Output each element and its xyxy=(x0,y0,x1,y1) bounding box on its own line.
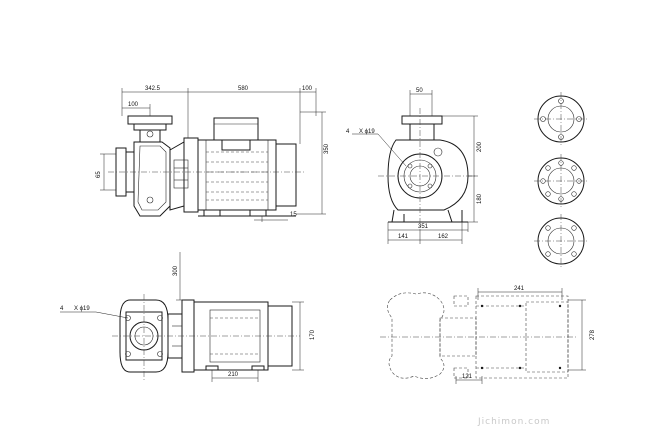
dim-base-top-span: 241 xyxy=(514,286,525,292)
dim-front-height-lower: 180 xyxy=(477,193,483,204)
dim-side-terminal: 100 xyxy=(302,86,313,92)
dim-side-overall: 342.5 xyxy=(145,86,161,92)
flange-details xyxy=(534,92,588,268)
dim-front-height-upper: 200 xyxy=(477,141,483,152)
flange-1 xyxy=(534,92,588,146)
dim-front-hole-count: 4 xyxy=(346,129,350,135)
side-view: 342.5 100 580 100 350 65 15 xyxy=(96,86,330,222)
dim-side-total-height: 350 xyxy=(324,143,330,154)
dim-side-motor-length: 580 xyxy=(238,86,249,92)
dim-front-top-width: 50 xyxy=(416,88,423,94)
dim-base-foot-span: 121 xyxy=(462,374,473,380)
dim-side-flange: 100 xyxy=(128,102,139,108)
dim-front-right: 162 xyxy=(438,234,449,240)
dim-front-hole-spec: X ϕ19 xyxy=(359,129,375,135)
dim-top-motor-width: 170 xyxy=(310,329,316,340)
dim-top-foot-length: 210 xyxy=(228,372,239,378)
dim-front-base-width: 351 xyxy=(418,224,429,230)
dim-top-hole-count: 4 xyxy=(60,306,64,312)
dim-side-suction-dia: 65 xyxy=(96,171,102,178)
dim-side-foot-offset: 15 xyxy=(290,212,297,218)
dim-base-height: 278 xyxy=(590,329,596,340)
base-plan-view: 241 278 121 xyxy=(380,286,596,384)
front-view: 50 4 X ϕ19 200 180 351 141 162 xyxy=(346,88,483,244)
flange-2 xyxy=(534,154,588,208)
top-view: 300 4 X ϕ19 170 210 xyxy=(60,252,316,382)
dim-front-left: 141 xyxy=(398,234,409,240)
dim-top-hole-spec: X ϕ19 xyxy=(74,306,90,312)
flange-3 xyxy=(534,214,588,268)
dim-top-height: 300 xyxy=(173,265,179,276)
watermark: Jichimon.com xyxy=(477,417,550,427)
